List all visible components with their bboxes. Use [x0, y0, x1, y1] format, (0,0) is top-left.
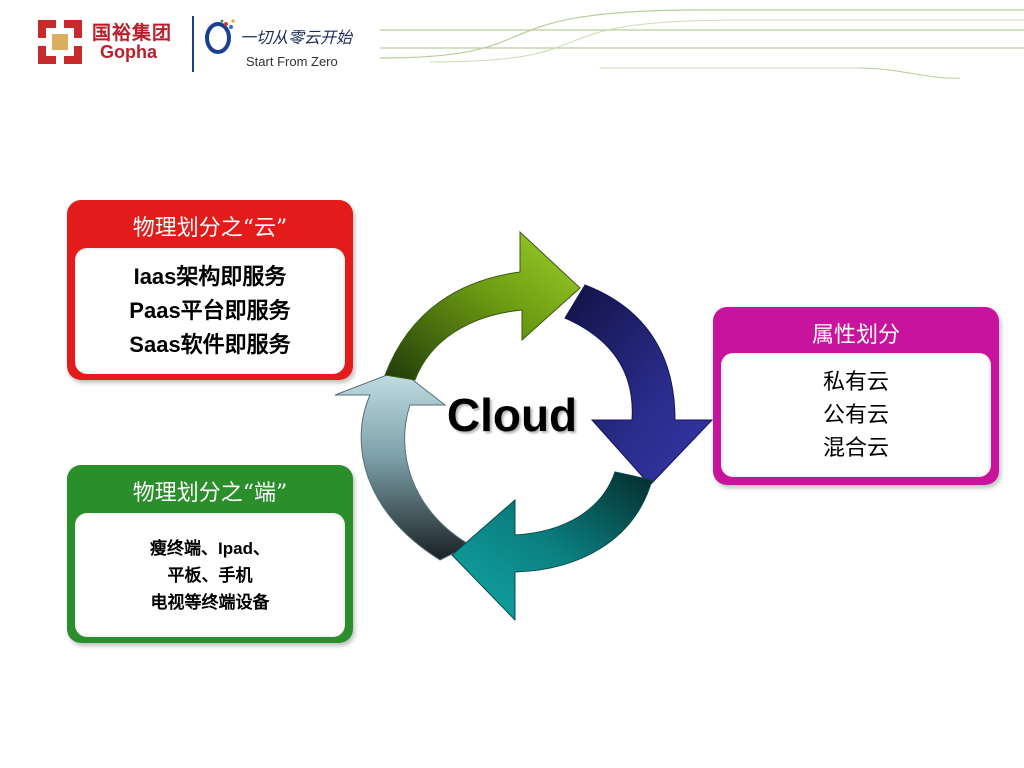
- box-attribute-content: 私有云 公有云 混合云: [721, 353, 991, 477]
- cloud-type-public: 公有云: [822, 402, 889, 428]
- box-attribute: 属性划分 私有云 公有云 混合云: [713, 307, 999, 485]
- cycle-arrow-bottom: [451, 471, 653, 622]
- service-line-paas: Paas平台即服务: [129, 298, 291, 323]
- cloud-cycle-diagram: [334, 230, 714, 622]
- slogan-en: Start From Zero: [246, 54, 338, 69]
- start-from-zero-icon: [205, 19, 235, 54]
- cloud-type-hybrid: 混合云: [822, 435, 889, 461]
- box-attribute-title: 属性划分: [811, 323, 900, 348]
- slide-header: 国裕集团 Gopha 一切从零云开始 Start From Zero: [0, 0, 1024, 90]
- cycle-arrow-right: [564, 284, 714, 486]
- terminal-line-1: 瘦终端、Ipad、: [150, 538, 270, 558]
- cycle-arrow-top: [384, 230, 581, 381]
- header-decorative-lines: [379, 9, 1024, 79]
- box-physical-cloud-content: Iaas架构即服务 Paas平台即服务 Saas软件即服务: [75, 248, 345, 374]
- box-physical-cloud-title: 物理划分之“云”: [132, 216, 288, 241]
- terminal-line-2: 平板、手机: [167, 565, 253, 585]
- box-physical-terminal: 物理划分之“端” 瘦终端、Ipad、 平板、手机 电视等终端设备: [67, 465, 353, 643]
- brand-name-en: Gopha: [100, 42, 157, 62]
- box-physical-cloud: 物理划分之“云” Iaas架构即服务 Paas平台即服务 Saas软件即服务: [67, 200, 353, 380]
- slogan-cn: 一切从零云开始: [240, 28, 353, 47]
- terminal-line-3: 电视等终端设备: [150, 592, 270, 612]
- header-divider: [192, 16, 194, 72]
- cloud-center-label: Cloud: [446, 389, 578, 441]
- service-line-iaas: Iaas架构即服务: [133, 264, 287, 289]
- service-line-saas: Saas软件即服务: [129, 332, 291, 357]
- box-physical-terminal-title: 物理划分之“端”: [132, 481, 288, 506]
- box-physical-terminal-content: 瘦终端、Ipad、 平板、手机 电视等终端设备: [75, 513, 345, 637]
- brand-name-cn: 国裕集团: [92, 22, 173, 44]
- gopha-logo-icon: [38, 20, 82, 64]
- cloud-type-private: 私有云: [822, 369, 889, 395]
